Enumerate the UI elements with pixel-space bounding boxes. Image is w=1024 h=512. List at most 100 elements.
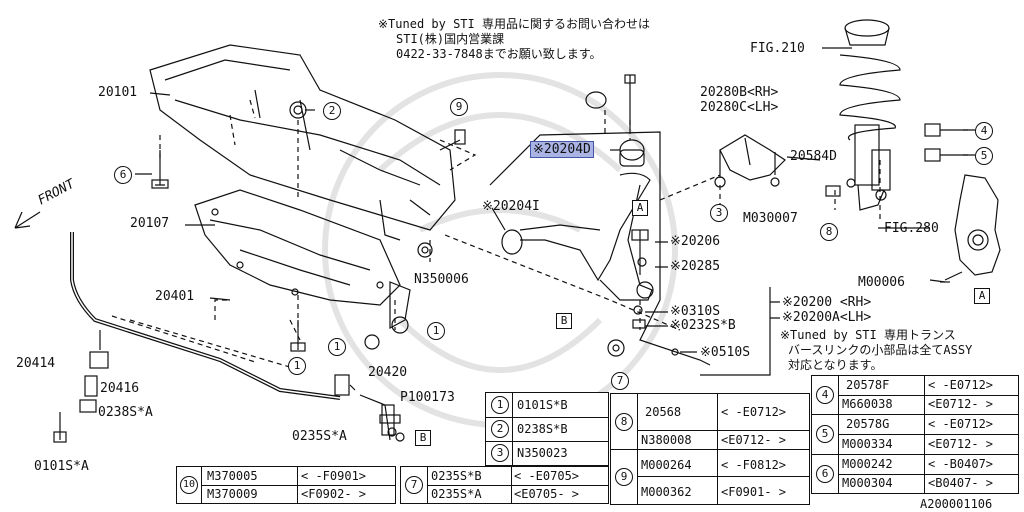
- t7-key: 7: [405, 476, 423, 494]
- t1-key-3: 3: [491, 444, 509, 462]
- t8-part-1[interactable]: 20568: [645, 405, 682, 419]
- t4-part-1[interactable]: 20578F: [846, 378, 890, 392]
- t1-key-2: 2: [491, 420, 509, 438]
- label-20204i[interactable]: ※20204I: [482, 199, 540, 214]
- label-m00006[interactable]: M00006: [858, 275, 905, 290]
- crossmember-20101: [149, 44, 456, 241]
- table-1-2-3: 1 0101S*B 2 0238S*B 3 N350023: [485, 392, 609, 466]
- t8-key: 8: [615, 413, 633, 431]
- support-plate-20107: [194, 189, 411, 329]
- t6-part-1[interactable]: M000242: [842, 457, 893, 471]
- t5-range-2: <E0712- >: [928, 437, 994, 451]
- table-8-9: 8 20568 < -E0712> N380008 <E0712- > 9 M0…: [610, 393, 810, 505]
- label-20414[interactable]: 20414: [16, 356, 56, 371]
- label-20285[interactable]: ※20285: [670, 259, 721, 274]
- t1-part-3[interactable]: N350023: [517, 446, 568, 460]
- marker-b-link[interactable]: B: [415, 430, 431, 446]
- t9-part-1[interactable]: M000264: [641, 458, 692, 472]
- marker-9[interactable]: 9: [450, 98, 468, 116]
- label-fig280[interactable]: FIG.280: [884, 221, 939, 236]
- t6-range-1: < -B0407>: [928, 457, 994, 471]
- sti-assy-line-1: ※Tuned by STI 専用トランス: [780, 328, 956, 342]
- label-20401[interactable]: 20401: [155, 289, 195, 304]
- t1-part-1[interactable]: 0101S*B: [517, 398, 568, 412]
- t8-range-1: < -E0712>: [721, 405, 787, 419]
- t5-part-2[interactable]: M000334: [842, 437, 893, 451]
- bolts-right: [825, 123, 968, 283]
- marker-8[interactable]: 8: [820, 223, 838, 241]
- control-arm-20200: [501, 139, 679, 357]
- t4-key: 4: [816, 386, 834, 404]
- label-20280c[interactable]: 20280C<LH>: [700, 100, 779, 115]
- t9-key: 9: [615, 468, 633, 486]
- t10-part-2[interactable]: M370009: [207, 487, 258, 501]
- t8-part-2[interactable]: N380008: [641, 433, 692, 447]
- label-fig210[interactable]: FIG.210: [750, 41, 805, 56]
- control-arm-outline: [489, 131, 711, 366]
- t4-range-2: <E0712- >: [928, 397, 994, 411]
- marker-6[interactable]: 6: [114, 166, 132, 184]
- t7-part-2[interactable]: 0235S*A: [431, 487, 482, 501]
- table-4-5-6: 4 20578F < -E0712> M660038 <E0712- > 5 2…: [811, 375, 1019, 494]
- marker-1c[interactable]: 1: [288, 357, 306, 375]
- t6-range-2: <B0407- >: [928, 476, 994, 490]
- sti-assy-line-3: 対応となります。: [788, 358, 883, 372]
- knuckle-fig280: [944, 174, 1001, 281]
- marker-7[interactable]: 7: [611, 372, 629, 390]
- stabilizer-bar-20401: [53, 232, 405, 443]
- sti-note-line-2: STI(株)国内営業課: [396, 32, 505, 46]
- marker-1b[interactable]: 1: [328, 338, 346, 356]
- label-20204d[interactable]: ※20204D: [530, 141, 594, 158]
- t4-range-1: < -E0712>: [928, 378, 994, 392]
- label-20101[interactable]: 20101: [98, 85, 138, 100]
- t5-range-1: < -E0712>: [928, 417, 994, 431]
- sti-assy-line-2: バースリンクの小部品は全てASSY: [788, 343, 973, 357]
- label-20200-rh[interactable]: ※20200 <RH>: [782, 295, 872, 310]
- t9-range-2: <F0901- >: [721, 485, 787, 499]
- t5-part-1[interactable]: 20578G: [846, 417, 890, 431]
- t9-range-1: < -F0812>: [721, 458, 787, 472]
- label-20416[interactable]: 20416: [100, 381, 140, 396]
- t10-range-1: < -F0901>: [301, 469, 367, 483]
- diagram-code: A200001106: [920, 497, 993, 511]
- t9-part-2[interactable]: M000362: [641, 485, 692, 499]
- t6-part-2[interactable]: M000304: [842, 476, 893, 490]
- marker-a-arm[interactable]: A: [632, 200, 648, 216]
- marker-2[interactable]: 2: [323, 102, 341, 120]
- label-m030007[interactable]: M030007: [743, 211, 798, 226]
- marker-4[interactable]: 4: [975, 122, 993, 140]
- table-10: 10 M370005 < -F0901> M370009 <F0902- >: [176, 466, 396, 504]
- label-0510s[interactable]: ※0510S: [700, 345, 751, 360]
- label-20206[interactable]: ※20206: [670, 234, 721, 249]
- label-20200a-lh[interactable]: ※20200A<LH>: [782, 310, 872, 325]
- marker-5b[interactable]: 5: [975, 147, 993, 165]
- marker-a-knuckle[interactable]: A: [974, 288, 990, 304]
- t5-key: 5: [816, 425, 834, 443]
- dashed-leaders: [159, 99, 881, 341]
- t7-part-1[interactable]: 0235S*B: [431, 469, 482, 483]
- sti-note-line-1: ※Tuned by STI 専用品に関するお問い合わせは: [378, 17, 650, 31]
- label-20280b[interactable]: 20280B<RH>: [700, 85, 779, 100]
- bolts: [151, 74, 636, 352]
- label-20584d[interactable]: 20584D: [790, 149, 837, 164]
- label-p100173[interactable]: P100173: [400, 390, 455, 405]
- sti-inquiry-note: ※Tuned by STI 専用品に関するお問い合わせは STI(株)国内営業課…: [378, 17, 650, 62]
- t1-part-2[interactable]: 0238S*B: [517, 422, 568, 436]
- label-n350006[interactable]: N350006: [414, 272, 469, 287]
- sti-assy-note: ※Tuned by STI 専用トランス バースリンクの小部品は全てASSY 対…: [780, 328, 972, 373]
- label-0310s[interactable]: ※0310S: [670, 304, 721, 319]
- label-0101sa[interactable]: 0101S*A: [34, 459, 89, 474]
- label-0238sa[interactable]: 0238S*A: [98, 405, 153, 420]
- label-20204d-highlight: ※20204D: [530, 141, 594, 158]
- label-0232sb[interactable]: ※0232S*B: [670, 318, 736, 333]
- label-20107[interactable]: 20107: [130, 216, 170, 231]
- label-0235sa[interactable]: 0235S*A: [292, 429, 347, 444]
- marker-3[interactable]: 3: [710, 204, 728, 222]
- marker-1a[interactable]: 1: [427, 322, 445, 340]
- t10-range-2: <F0902- >: [301, 487, 367, 501]
- marker-b-arm[interactable]: B: [556, 313, 572, 329]
- label-20420[interactable]: 20420: [368, 365, 408, 380]
- t10-part-1[interactable]: M370005: [207, 469, 258, 483]
- t4-part-2[interactable]: M660038: [842, 397, 893, 411]
